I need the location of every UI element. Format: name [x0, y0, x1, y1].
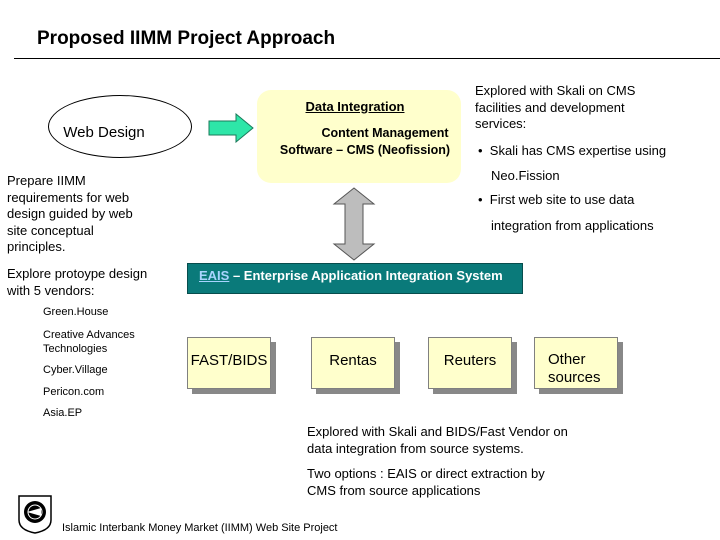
- bullet-1-text: Skali has CMS expertise using: [489, 143, 667, 158]
- explored-note: Explored with Skali and BIDS/Fast Vendor…: [307, 424, 607, 457]
- bullet-2-cont: integration from applications: [491, 218, 654, 233]
- vendor-line: Creative Advances: [43, 329, 135, 341]
- prepare-text: Prepare IIMM requirements for web design…: [7, 173, 167, 256]
- note-line: Two options : EAIS or direct extraction …: [307, 466, 545, 481]
- eais-bar: [187, 263, 523, 294]
- vendor-item: Asia.EP: [43, 407, 83, 419]
- footer-text: Islamic Interbank Money Market (IIMM) We…: [62, 522, 338, 534]
- intro-line: services:: [475, 116, 527, 131]
- prepare-line: Prepare IIMM: [7, 173, 86, 188]
- bullet-2: • First web site to use data: [478, 192, 634, 209]
- explore-line: with 5 vendors:: [7, 282, 95, 298]
- right-arrow-icon: [208, 113, 254, 143]
- bullet-1-cont: Neo.Fission: [491, 168, 560, 183]
- source-label: Other: [548, 351, 586, 368]
- vendor-line: Technologies: [43, 343, 108, 355]
- bullet-icon: •: [478, 192, 483, 207]
- source-label: sources: [548, 369, 601, 386]
- source-label: Reuters: [443, 352, 497, 369]
- bullet-1: • Skali has CMS expertise using: [478, 143, 666, 160]
- prepare-line: principles.: [7, 239, 66, 254]
- cms-label: Content Management Software – CMS (Neofi…: [265, 125, 465, 159]
- note-line: data integration from source systems.: [307, 440, 524, 456]
- data-integration-box: [257, 90, 461, 183]
- vendor-item: Pericon.com: [43, 386, 105, 398]
- vendor-item: Green.House: [43, 306, 109, 318]
- prepare-line: site conceptual: [7, 222, 94, 238]
- source-box-fast-bids: FAST/BIDS: [187, 337, 271, 389]
- options-note: Two options : EAIS or direct extraction …: [307, 466, 607, 499]
- eais-link[interactable]: EAIS: [199, 268, 230, 283]
- source-box-rentas: Rentas: [311, 337, 395, 389]
- explore-line: Explore protoype design: [7, 266, 148, 281]
- intro-line: facilities and development: [475, 99, 625, 115]
- prepare-line: requirements for web: [7, 189, 130, 205]
- vendor-item: Creative Advances Technologies: [43, 328, 135, 356]
- explore-text: Explore protoype design with 5 vendors:: [7, 266, 177, 299]
- title-divider: [14, 58, 720, 59]
- skali-intro-text: Explored with Skali on CMS facilities an…: [475, 83, 665, 133]
- cms-line-1: Content Management: [321, 126, 449, 140]
- source-label: FAST/BIDS: [190, 352, 268, 369]
- source-box-reuters: Reuters: [428, 337, 512, 389]
- note-line: CMS from source applications: [307, 482, 481, 498]
- vendor-item: Cyber.Village: [43, 364, 108, 376]
- iimm-logo-icon: [18, 495, 52, 534]
- source-label: Rentas: [329, 352, 377, 369]
- eais-label: EAIS – Enterprise Application Integratio…: [199, 268, 503, 283]
- source-box-other: Other sources: [534, 337, 618, 389]
- data-integration-label: Data Integration: [305, 99, 405, 114]
- eais-rest: – Enterprise Application Integration Sys…: [229, 268, 503, 283]
- web-design-label: Web Design: [63, 124, 145, 141]
- bullet-icon: •: [478, 143, 483, 158]
- note-line: Explored with Skali and BIDS/Fast Vendor…: [307, 424, 568, 439]
- double-arrow-icon: [332, 187, 376, 261]
- bullet-2-text: First web site to use data: [489, 192, 635, 207]
- prepare-line: design guided by web: [7, 206, 133, 221]
- intro-line: Explored with Skali on CMS: [475, 83, 636, 98]
- page-title: Proposed IIMM Project Approach: [37, 28, 336, 49]
- web-design-ellipse: [48, 95, 192, 158]
- cms-line-2: Software – CMS (Neofission): [279, 143, 451, 157]
